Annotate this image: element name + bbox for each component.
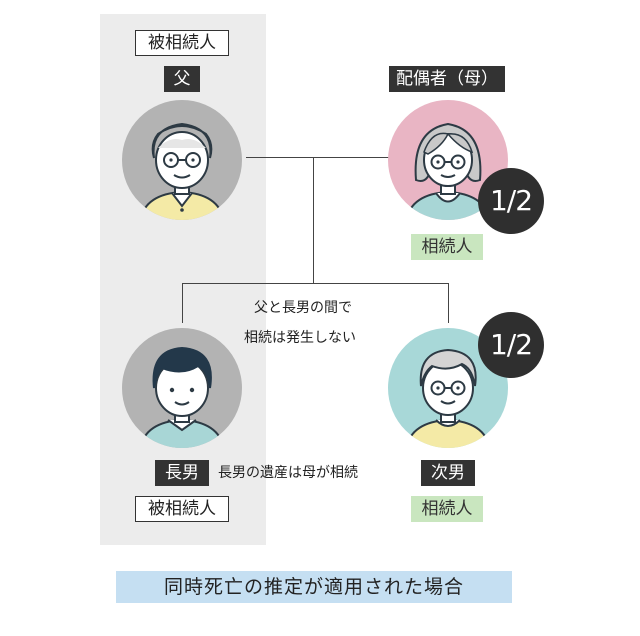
- man-glasses-icon: [388, 328, 508, 448]
- relation-note-line2: 相続は発生しない: [244, 330, 356, 346]
- connector-eldest-son: [182, 283, 183, 323]
- second-son-status-label: 相続人: [411, 496, 483, 522]
- second-son-share-badge: 1/2: [478, 312, 544, 378]
- spouse-name-label: 配偶者（母）: [389, 66, 505, 92]
- father-name-label: 父: [164, 66, 200, 92]
- connector-children-bar: [182, 283, 449, 284]
- second-son-name-label: 次男: [421, 460, 475, 486]
- elderly-man-glasses-icon: [122, 100, 242, 220]
- connector-second-son: [448, 283, 449, 323]
- eldest-son-role-label: 被相続人: [135, 496, 229, 522]
- young-man-icon: [122, 328, 242, 448]
- spouse-status-label: 相続人: [411, 234, 483, 260]
- footer-caption: 同時死亡の推定が適用された場合: [116, 571, 512, 603]
- connector-trunk: [313, 157, 314, 284]
- elderly-woman-glasses-icon: [388, 100, 508, 220]
- father-role-label: 被相続人: [135, 30, 229, 56]
- eldest-son-note: 長男の遺産は母が相続: [218, 465, 358, 481]
- relation-note-line1: 父と長男の間で: [254, 300, 352, 316]
- eldest-son-name-label: 長男: [155, 460, 209, 486]
- spouse-share-badge: 1/2: [478, 168, 544, 234]
- connector-father-spouse: [246, 157, 390, 158]
